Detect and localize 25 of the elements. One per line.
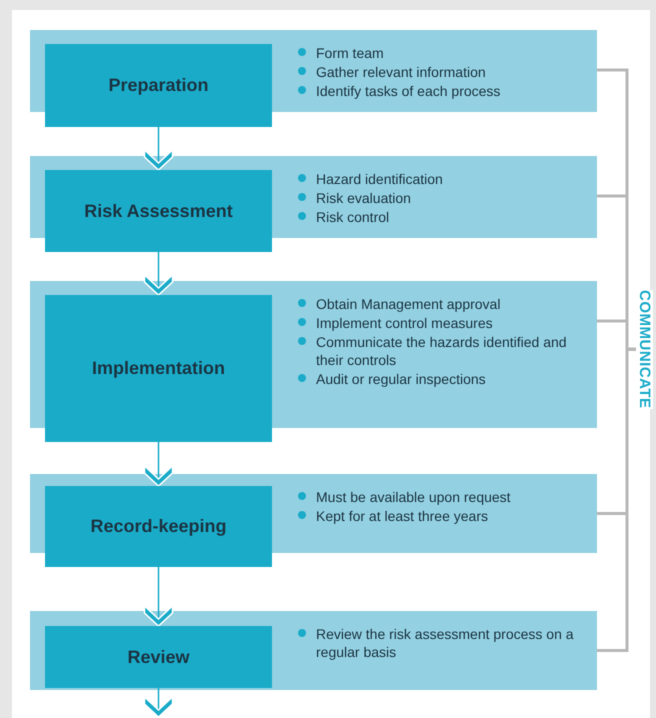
bullet-point: Communicate the hazards identified and their controls [296,333,581,369]
step-title: Preparation [108,75,209,96]
bullet-point: Risk control [296,208,581,226]
bullet-point: Kept for at least three years [296,507,581,525]
bullet-point: Audit or regular inspections [296,370,581,388]
bracket-line [597,348,636,652]
bullet-point: Implement control measures [296,314,581,332]
step-box [45,626,272,688]
step-box [45,44,272,127]
bullet-point: Form team [296,44,581,62]
step-title: Risk Assessment [84,200,233,222]
bullet-point: Identify tasks of each process [296,82,581,100]
step-title: Review [127,646,190,668]
step-box [45,295,272,442]
step-title: Record-keeping [90,516,227,537]
bullet-point: Must be available upon request [296,488,581,506]
bullet-point: Hazard identification [296,170,581,188]
step-box [45,486,272,567]
bullet-point: Gather relevant information [296,63,581,81]
bullet-point: Obtain Management approval [296,295,581,313]
step-box [45,170,272,252]
step-title: Implementation [92,358,225,379]
bullet-point: Risk evaluation [296,189,581,207]
step-band [30,611,597,690]
bullet-point: Review the risk assessment process on a regular basis [296,625,581,661]
